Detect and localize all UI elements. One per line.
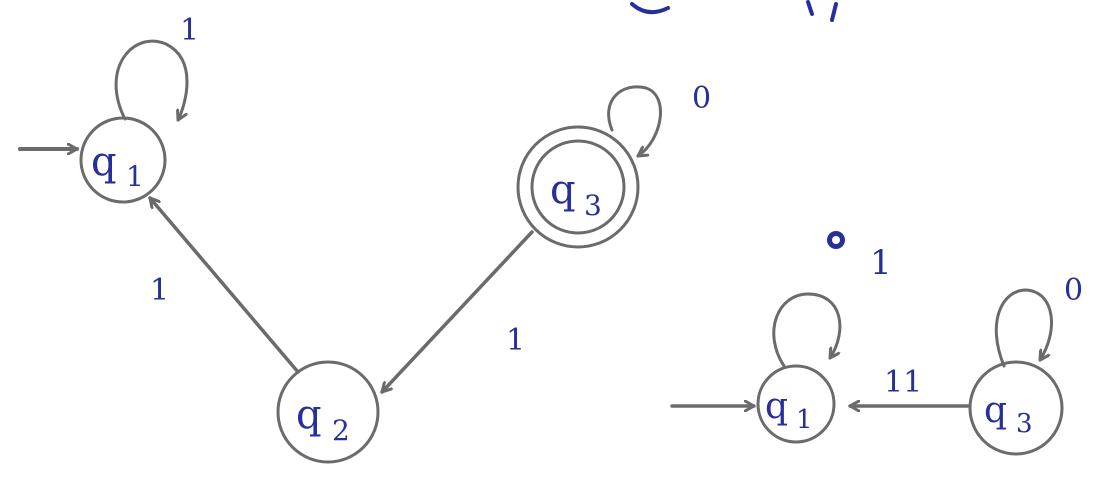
self-loop-q3-label: 0	[692, 81, 711, 116]
self-loop-q1-label-2: 1	[870, 243, 892, 283]
transition-q3-to-q2	[380, 230, 534, 394]
transition-q3-to-q2-label: 1	[506, 323, 525, 358]
state-q1-label: q	[91, 139, 117, 185]
transition-q3-to-q1-label: 11	[884, 365, 922, 400]
self-loop-q3-2	[994, 288, 1053, 368]
self-loop-q1-2	[772, 292, 842, 368]
self-loop-q1-label: 1	[180, 13, 199, 48]
state-q3-2: q 3	[968, 360, 1064, 456]
state-q2-label: q	[296, 392, 322, 438]
state-q3-2-label: q	[984, 390, 1007, 431]
state-q3-accepting: q 3	[516, 125, 640, 249]
transition-q2-to-q1-label: 1	[150, 273, 169, 308]
diagram-1: q 1 1 q 3 0 q 2 1 1	[18, 13, 711, 464]
state-q3-subscript: 3	[584, 189, 602, 222]
diagram-2: 1 q 1 q 3 0 11	[670, 231, 1083, 456]
cropped-scan-marks	[630, 0, 838, 22]
self-loop-q3	[607, 85, 662, 158]
state-q1: q 1	[79, 116, 167, 204]
state-q1-subscript: 1	[126, 160, 144, 193]
self-loop-q1	[114, 39, 189, 122]
state-q1-2: q 1	[756, 364, 836, 444]
self-loop-q3-label-2: 0	[1064, 273, 1083, 308]
state-q1-2-subscript: 1	[796, 405, 813, 435]
scribble-mark	[827, 231, 845, 249]
state-q3-2-subscript: 3	[1016, 409, 1033, 439]
state-q2: q 2	[276, 360, 380, 464]
transition-q2-to-q1	[148, 196, 300, 374]
state-q3-label: q	[550, 167, 576, 213]
state-q1-2-label: q	[765, 386, 788, 427]
state-q2-subscript: 2	[332, 414, 350, 447]
